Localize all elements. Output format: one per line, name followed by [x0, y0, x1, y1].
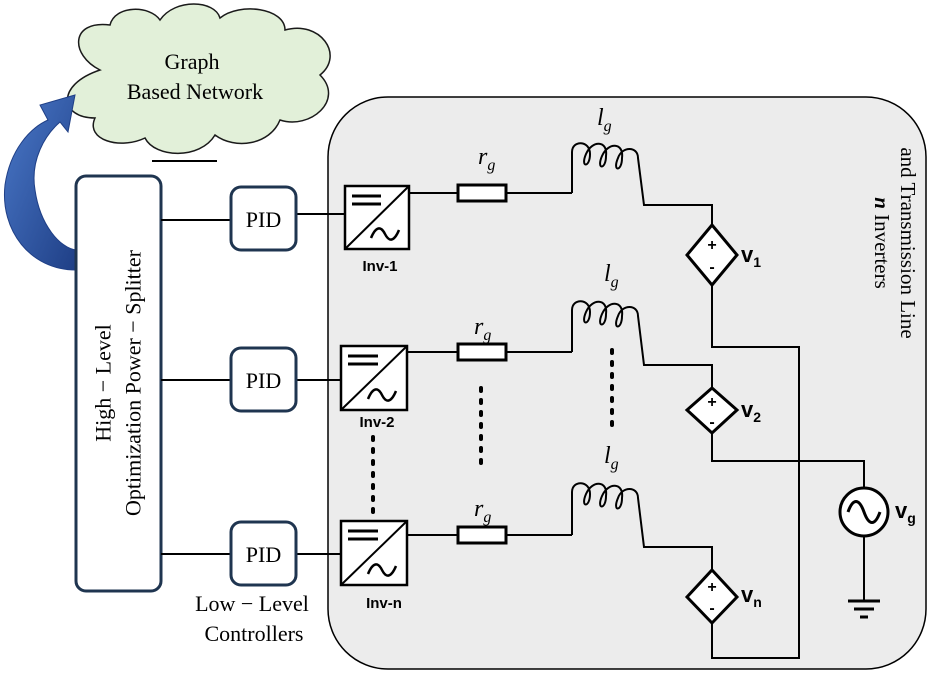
optimizer-label-line2: Optimization Power − Splitter [121, 249, 146, 516]
pid-controller-1: PID [229, 185, 298, 252]
svg-text:+: + [707, 237, 716, 254]
resistor-n-label: rg [474, 496, 491, 526]
resistor-2 [456, 342, 508, 362]
resistor-n [456, 525, 508, 545]
inductor-n [571, 482, 713, 570]
cloud-label-line1: Graph [165, 49, 220, 74]
optimizer-label-line1: High − Level [91, 324, 116, 442]
network-title-emph: n [870, 197, 894, 209]
control-wires [161, 213, 345, 555]
inductors [571, 142, 713, 570]
inverter-n-label: Inv-n [366, 595, 402, 612]
bus-wires [711, 285, 865, 659]
network-title-line2: and Transmission Line [896, 147, 920, 338]
source-2-label: v2 [741, 397, 761, 425]
inverter-1-icon [343, 184, 411, 251]
svg-text:-: - [709, 600, 714, 617]
optimizer-box [74, 174, 163, 593]
grid-source-label: vg [895, 498, 916, 526]
inductor-2-label: lg [604, 261, 619, 291]
resistor-2-label: rg [474, 314, 491, 344]
svg-text:-: - [709, 414, 714, 431]
inverter-1-label: Inv-1 [362, 258, 397, 275]
low-level-label-line2: Controllers [205, 621, 304, 646]
svg-text:-: - [709, 259, 714, 276]
grid-source-icon [838, 486, 890, 538]
feedback-arrow [3, 94, 77, 271]
line-wires [407, 192, 572, 536]
svg-text:+: + [707, 394, 716, 411]
graph-network-cloud: Graph Based Network [66, 3, 331, 162]
pid-controller-2: PID [229, 346, 298, 413]
inductor-1-label: lg [597, 105, 612, 135]
source-1-label: v1 [741, 242, 761, 270]
pid-label: PID [246, 207, 281, 232]
network-title-line1: n Inverters [870, 197, 894, 289]
inductor-2 [571, 300, 713, 388]
resistor-1 [456, 183, 508, 203]
resistor-1-label: rg [478, 144, 495, 174]
inductor-n-label: lg [604, 443, 619, 473]
pid-label: PID [246, 542, 281, 567]
network-panel [327, 96, 927, 670]
svg-text:+: + [707, 579, 716, 596]
pid-label: PID [246, 368, 281, 393]
inverter-n-icon [339, 519, 409, 587]
inverter-2-label: Inv-2 [359, 414, 394, 431]
cloud-label-line2: Based Network [127, 79, 263, 104]
source-n-label: vn [741, 582, 762, 610]
inductor-1 [571, 142, 713, 225]
low-level-label-line1: Low − Level [195, 591, 309, 616]
pid-controller-n: PID [229, 520, 298, 587]
network-title-rest: Inverters [870, 209, 894, 289]
inverter-2-icon [339, 344, 409, 412]
ground-icon [848, 599, 880, 619]
